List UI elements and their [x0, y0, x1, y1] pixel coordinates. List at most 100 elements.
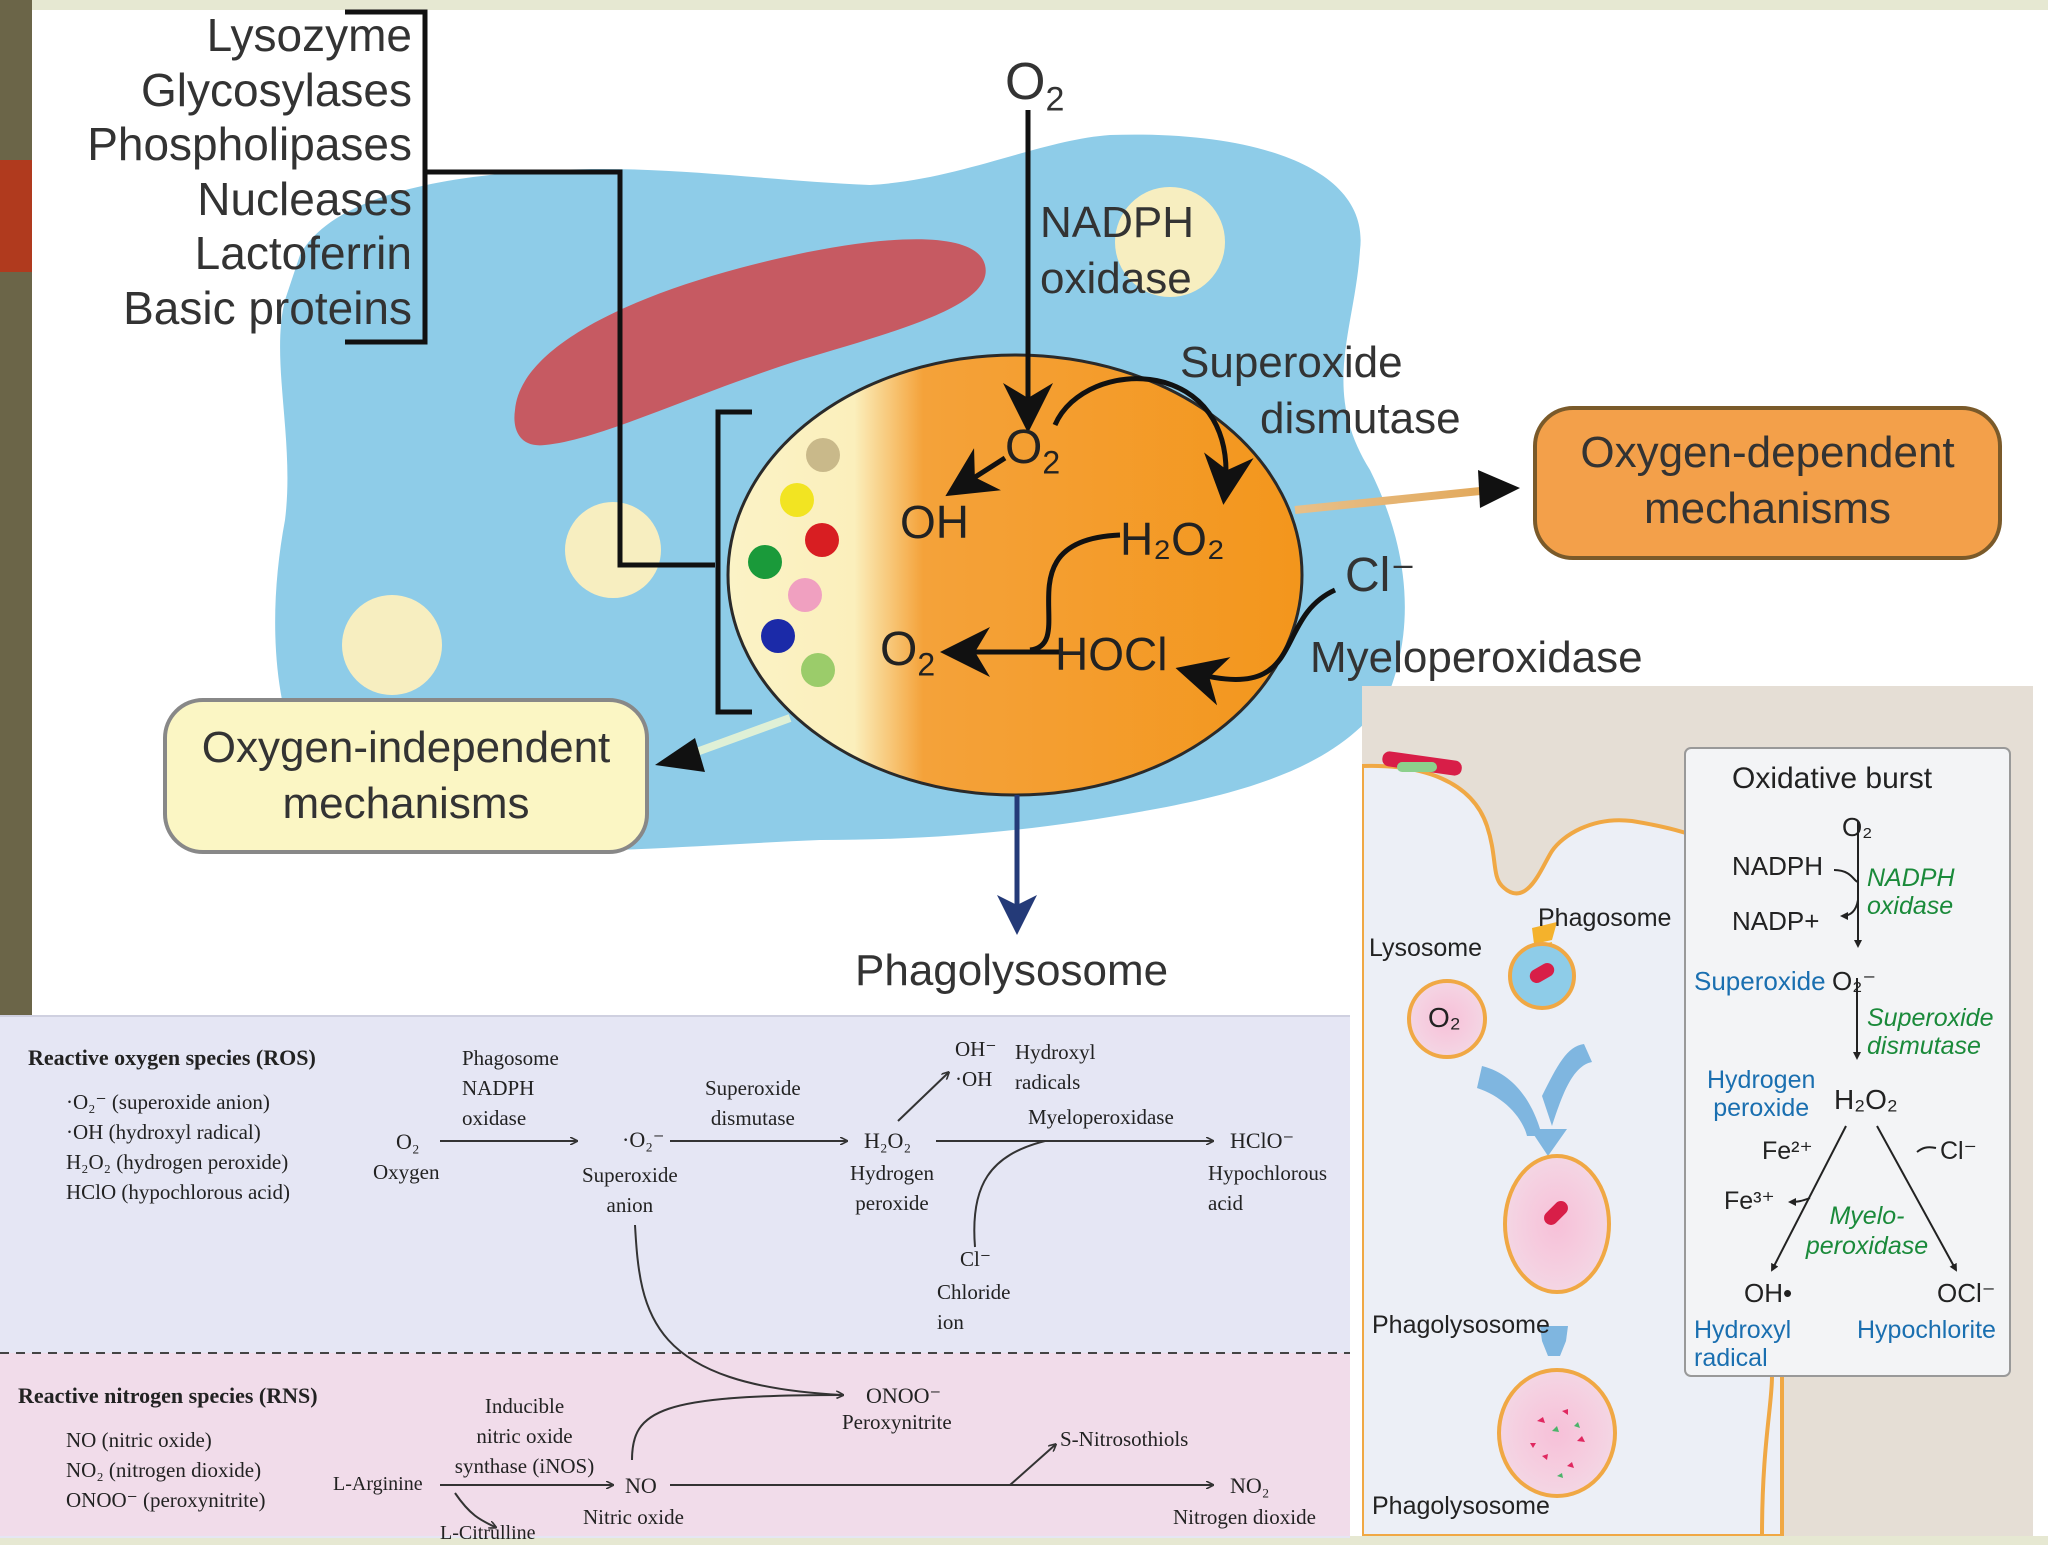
granule-dot [806, 438, 840, 472]
burst-h2o2: H₂O₂ [1834, 1084, 1898, 1115]
granule-vesicle [565, 502, 661, 598]
ros-h2o2: H₂O₂ [864, 1128, 912, 1153]
enzyme-connector [425, 169, 715, 568]
rns-peroxynitrite: Peroxynitrite [842, 1410, 952, 1434]
burst-title: Oxidative burst [1732, 762, 1933, 795]
granule-dot [780, 483, 814, 517]
ros-rns-arrows [0, 1015, 1350, 1536]
rns-list-item: ONOO⁻ (peroxynitrite) [66, 1488, 266, 1512]
cl-to-hocl-arrow [1175, 587, 1337, 706]
burst-nadph: NADPH [1732, 851, 1824, 881]
ros-list-item: H₂O₂ (hydrogen peroxide) [66, 1150, 289, 1174]
burst-superoxide-formula: O₂⁻ [1832, 966, 1877, 996]
rns-no: NO [625, 1473, 657, 1498]
granule-vesicle [1115, 187, 1225, 297]
granule-dot [801, 653, 835, 687]
burst-nadp: NADP+ [1732, 906, 1820, 936]
rns-section-bg [0, 1353, 1350, 1536]
burst-o2: O₂ [1842, 812, 1873, 842]
ros-list-item: ·O₂⁻ (superoxide anion) [66, 1090, 270, 1114]
rns-nitrogen-dioxide: Nitrogen dioxide [1173, 1505, 1316, 1529]
burst-oh: OH• [1744, 1278, 1793, 1308]
ros-oh-minus: OH⁻ [955, 1037, 997, 1061]
inner-o2-label: O2 [1005, 421, 1061, 481]
burst-lysosome-label: Lysosome [1369, 934, 1483, 962]
o2-to-oh-arrow [945, 448, 1007, 497]
granule-dot [761, 619, 795, 653]
enzyme-item: Lysozyme [206, 9, 412, 61]
ros-list: ·O₂⁻ (superoxide anion) ·OH (hydroxyl ra… [66, 1087, 290, 1207]
rns-larginine: L-Arginine [333, 1473, 423, 1495]
ros-oxygen-label: Oxygen [373, 1160, 440, 1184]
burst-phagolysosome-label-2: Phagolysosome [1372, 1492, 1550, 1520]
oxygen-dependent-arrowhead [1478, 470, 1520, 508]
ros-title: Reactive oxygen species (ROS) [28, 1045, 316, 1070]
rns-list-item: NO (nitric oxide) [66, 1428, 212, 1452]
ros-o2: O₂ [396, 1129, 420, 1154]
enzyme-bracket [345, 9, 428, 345]
h2o2-label: H₂O₂ [1120, 513, 1225, 565]
granule-dot [788, 578, 822, 612]
o2-top-label: O2 [1005, 53, 1065, 119]
enzyme-item: Lactoferrin [194, 227, 412, 279]
ros-hclo: HClO⁻ [1230, 1128, 1295, 1153]
chloride-label: Cl⁻ [1345, 549, 1416, 602]
enzyme-item: Basic proteins [123, 281, 412, 334]
ros-list-item: ·OH (hydroxyl radical) [66, 1120, 261, 1144]
granule-dot [805, 523, 839, 557]
myeloperoxidase-label: Myeloperoxidase [1310, 633, 1643, 682]
hocl-label: HOCl [1055, 628, 1168, 680]
burst-phagosome-label: Phagosome [1538, 904, 1672, 932]
oxygen-dependent-arrow [1294, 486, 1491, 514]
rns-onoo: ONOO⁻ [866, 1383, 942, 1408]
granule-dot [748, 545, 782, 579]
slide-accent-bar [0, 160, 32, 272]
oxygen-dependent-box [1533, 406, 2002, 560]
rns-list: NO (nitric oxide) NO₂ (nitrogen dioxide)… [66, 1425, 265, 1515]
sod-arrow [1052, 376, 1254, 505]
burst-lysosome-o2: O₂ [1428, 1002, 1461, 1033]
oh-label: OH [900, 496, 969, 548]
rns-list-item: NO₂ (nitrogen dioxide) [66, 1458, 262, 1482]
ros-chloride: Cl⁻ [960, 1247, 991, 1271]
oxygen-independent-box [163, 698, 649, 854]
burst-chloride: Cl⁻ [1940, 1137, 1977, 1165]
oxidative-burst-panel [1362, 686, 2033, 1536]
burst-fe3: Fe³⁺ [1724, 1187, 1775, 1215]
rns-citrulline: L-Citrulline [440, 1522, 536, 1544]
red-organelle [514, 239, 986, 446]
rns-no2: NO₂ [1230, 1473, 1270, 1498]
enzyme-item: Nucleases [197, 172, 412, 225]
rns-snitrosothiols: S-Nitrosothiols [1060, 1427, 1189, 1451]
enzyme-list: Lysozyme Glycosylases Phospholipases Nuc… [40, 8, 412, 335]
ros-superoxide: ·O₂⁻ [622, 1127, 665, 1152]
o2-bottom-label: O2 [880, 623, 936, 683]
burst-phagolysosome-label-1: Phagolysosome [1372, 1311, 1550, 1339]
rns-title: Reactive nitrogen species (RNS) [18, 1383, 318, 1408]
ros-myeloperoxidase: Myeloperoxidase [1028, 1105, 1174, 1129]
enzyme-item: Phospholipases [87, 118, 412, 170]
ros-list-item: HClO (hypochlorous acid) [66, 1180, 290, 1204]
granule-dots [748, 438, 840, 687]
burst-fe2: Fe²⁺ [1762, 1137, 1813, 1165]
burst-superoxide-label: Superoxide [1694, 966, 1826, 996]
ros-oh-radical: ·OH [955, 1067, 993, 1091]
oxygen-independent-arrowhead [655, 738, 705, 772]
phagolysosome-label: Phagolysosome [855, 946, 1169, 995]
burst-hypochlorite: Hypochlorite [1857, 1316, 1996, 1344]
